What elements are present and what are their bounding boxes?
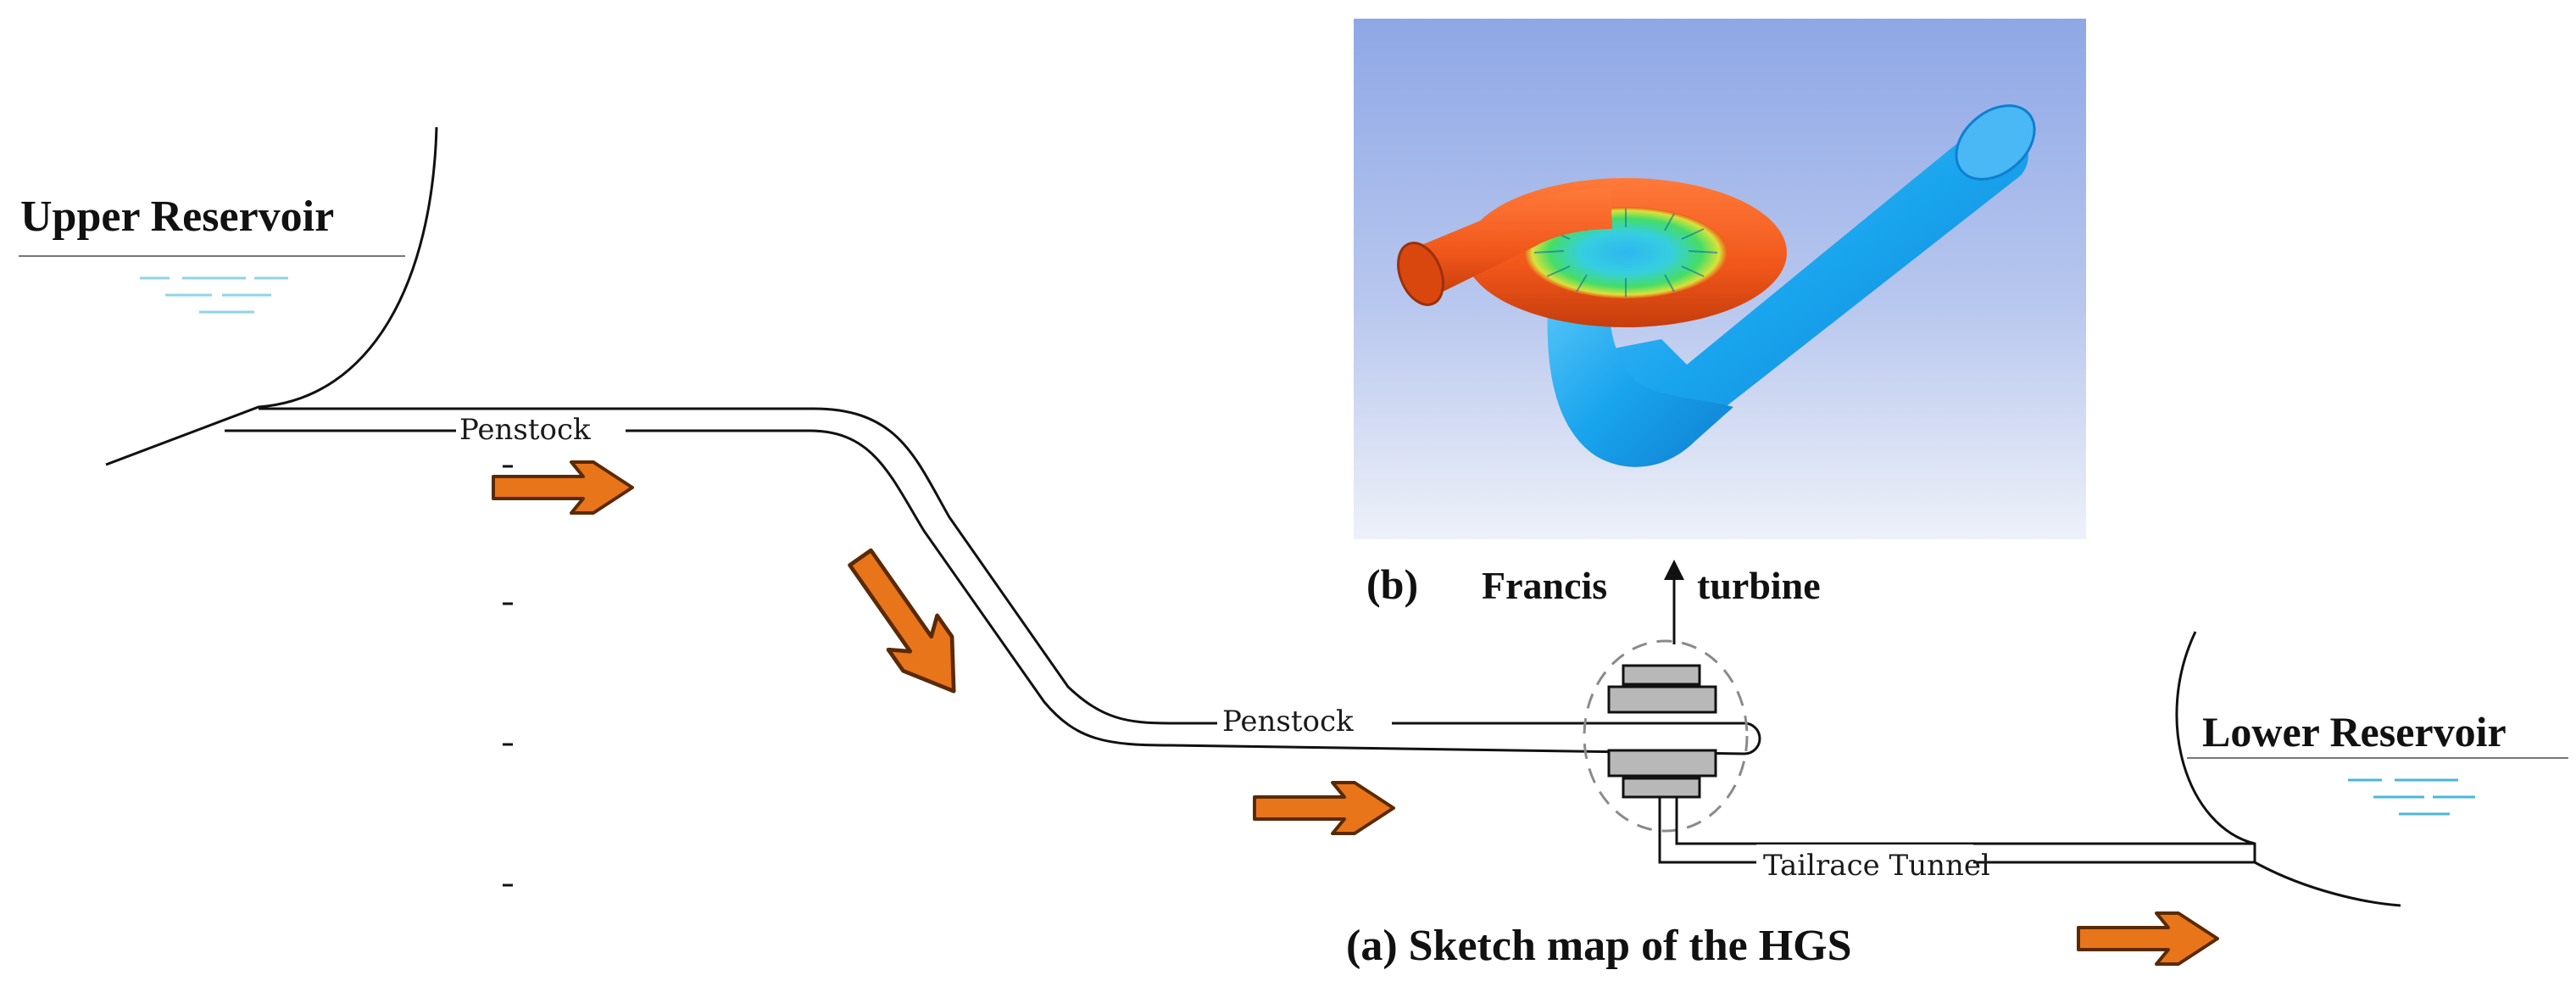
penstock-top-tag: Penstock bbox=[456, 412, 626, 448]
francis-label: Francis bbox=[1482, 564, 1607, 607]
francis-turbine-render bbox=[1354, 19, 2086, 539]
tailrace-outer-wall bbox=[1658, 797, 2255, 864]
inlet-pipe-end bbox=[1397, 242, 1444, 306]
draft-tube-upper bbox=[1575, 120, 2028, 454]
spiral-inlet-pipe bbox=[1407, 187, 1612, 297]
draft-tube-outlet bbox=[1955, 104, 2036, 181]
dash-marks bbox=[503, 465, 513, 887]
lower-reservoir: Lower Reservoir bbox=[2175, 631, 2568, 907]
lower-reservoir-bank bbox=[2175, 631, 2401, 907]
tailrace-tunnel bbox=[1658, 797, 2255, 864]
penstock-pipe bbox=[225, 407, 1761, 755]
arrow-up-icon bbox=[1664, 560, 1684, 644]
thick-arrow-icon bbox=[1253, 781, 1395, 835]
lower-reservoir-label: Lower Reservoir bbox=[2202, 708, 2506, 755]
tailrace-tag: Tailrace Tunnel bbox=[1756, 844, 1990, 883]
draft-tube-elbow bbox=[1547, 280, 1733, 467]
thick-arrow-icon bbox=[836, 541, 978, 709]
penstock-bottom-tag: Penstock bbox=[1217, 700, 1392, 739]
penstock-bottom-label: Penstock bbox=[1222, 705, 1354, 739]
penstock-lower-wall bbox=[225, 429, 1745, 755]
tailrace-inner-wall bbox=[1675, 797, 2255, 845]
upper-water-ripples bbox=[140, 276, 288, 314]
penstock-top-label: Penstock bbox=[459, 413, 591, 447]
caption-b: (b) bbox=[1366, 560, 1418, 608]
upper-reservoir-bank bbox=[105, 126, 438, 466]
tailrace-tunnel-label: Tailrace Tunnel bbox=[1763, 849, 1990, 883]
penstock-upper-wall bbox=[259, 407, 1761, 755]
housing-plate-upper-small bbox=[1622, 664, 1701, 686]
housing-plate-upper bbox=[1607, 685, 1717, 714]
render-scene bbox=[1397, 104, 2036, 467]
housing-plate-lower-small bbox=[1622, 777, 1701, 799]
turbine-label: turbine bbox=[1697, 564, 1821, 607]
turbine-housing bbox=[1583, 639, 1749, 833]
upper-reservoir-label: Upper Reservoir bbox=[20, 192, 334, 241]
thick-arrow-icon bbox=[492, 460, 634, 515]
lower-water-ripples bbox=[2348, 778, 2475, 816]
turbine-dashed-circle bbox=[1583, 639, 1749, 833]
caption-a: (a) Sketch map of the HGS bbox=[1346, 922, 1852, 970]
housing-plate-lower bbox=[1607, 749, 1717, 778]
thick-arrow-icon bbox=[2077, 911, 2219, 966]
upper-reservoir: Upper Reservoir bbox=[19, 126, 438, 466]
